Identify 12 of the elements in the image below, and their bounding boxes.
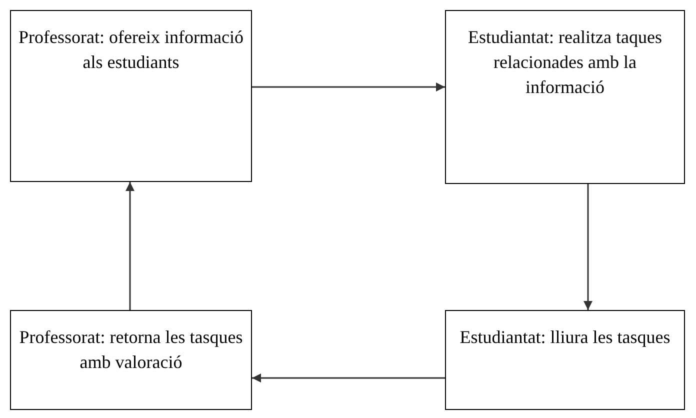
- arrow: [252, 82, 445, 92]
- arrow: [252, 374, 445, 382]
- process-box: [10, 310, 252, 410]
- box-text: Professorat: retorna les tasques amb valoració: [19, 327, 243, 372]
- arrow: [584, 184, 592, 310]
- arrow: [126, 182, 134, 310]
- box-text: Professorat: ofereix informació als estudiants: [18, 27, 244, 72]
- box-text: Estudiantat: realitza taques relacionades amb la informació: [468, 27, 662, 97]
- process-box: [445, 10, 685, 184]
- box-text: Estudiantat: lliura les tasques: [460, 327, 670, 347]
- process-box: [445, 310, 685, 410]
- process-box: [10, 10, 252, 182]
